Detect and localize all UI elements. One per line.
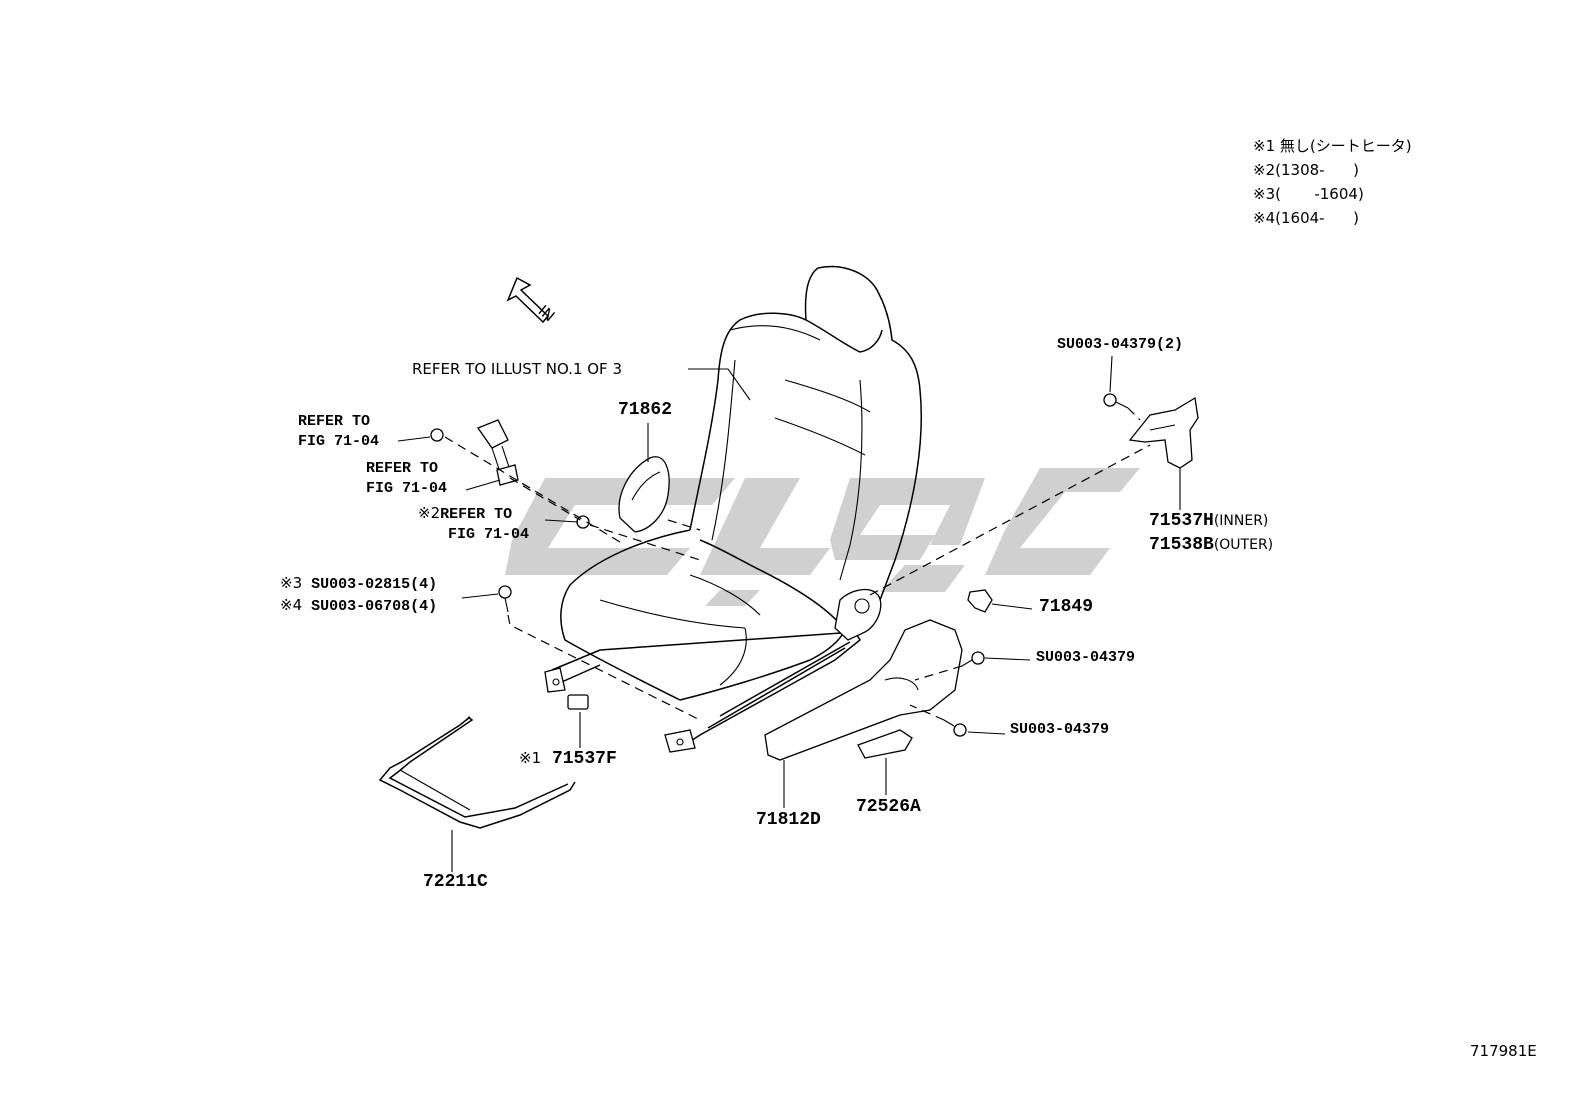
part-71862-cover — [618, 456, 670, 533]
note-3: ※3( -1604) — [1253, 185, 1364, 203]
seat-reference-label: REFER TO ILLUST NO.1 OF 3 — [412, 360, 622, 378]
note-4: ※4(1604- ) — [1253, 209, 1360, 227]
illustration-id: 717981E — [1470, 1042, 1537, 1060]
part-72211c-wire — [378, 716, 576, 829]
watermark-logo — [505, 468, 1140, 606]
part-71537h-bracket — [1128, 396, 1199, 469]
part-number-72211c: 72211C — [423, 872, 488, 892]
direction-arrow-icon — [506, 276, 550, 324]
seat-belt-buckle — [430, 419, 590, 529]
part-71812d-shield — [764, 619, 963, 761]
part-71849-clip — [967, 589, 993, 613]
leader-lines — [397, 355, 1181, 872]
part-number-72526a: 72526A — [856, 797, 921, 817]
part-number-71862: 71862 — [618, 400, 673, 420]
seat-rail-drawing — [544, 588, 882, 753]
part-number-bolt-mid: SU003-04379 — [1036, 649, 1136, 666]
bolt-icon — [1103, 393, 1129, 409]
part-number-71537h: 71537H(INNER) — [1149, 511, 1269, 531]
part-72526a-lever — [857, 729, 913, 759]
part-number-bolt-b: ※4 SU003-06708(4) — [280, 596, 438, 615]
part-number-71812d: 71812D — [756, 810, 821, 830]
bolt-icons — [498, 393, 1129, 737]
note-2: ※2(1308- ) — [1253, 161, 1360, 179]
part-number-bolt-top: SU003-04379(2) — [1057, 336, 1184, 353]
part-number-bolt-low: SU003-04379 — [1010, 721, 1110, 738]
seat-back-drawing — [689, 265, 922, 613]
part-number-71537f: ※1 71537F — [519, 749, 617, 769]
part-71537f-pad — [567, 694, 589, 710]
bolt-icon — [943, 719, 967, 737]
part-number-bolt-a: ※3 SU003-02815(4) — [280, 574, 438, 593]
note-1: ※1 無し(シートヒータ) — [1253, 137, 1412, 155]
part-number-71538b: 71538B(OUTER) — [1149, 535, 1274, 555]
bolt-icon — [961, 651, 985, 667]
dashed-guide-lines — [444, 407, 1151, 721]
bolt-icon — [498, 585, 512, 613]
part-number-71849: 71849 — [1039, 597, 1094, 617]
